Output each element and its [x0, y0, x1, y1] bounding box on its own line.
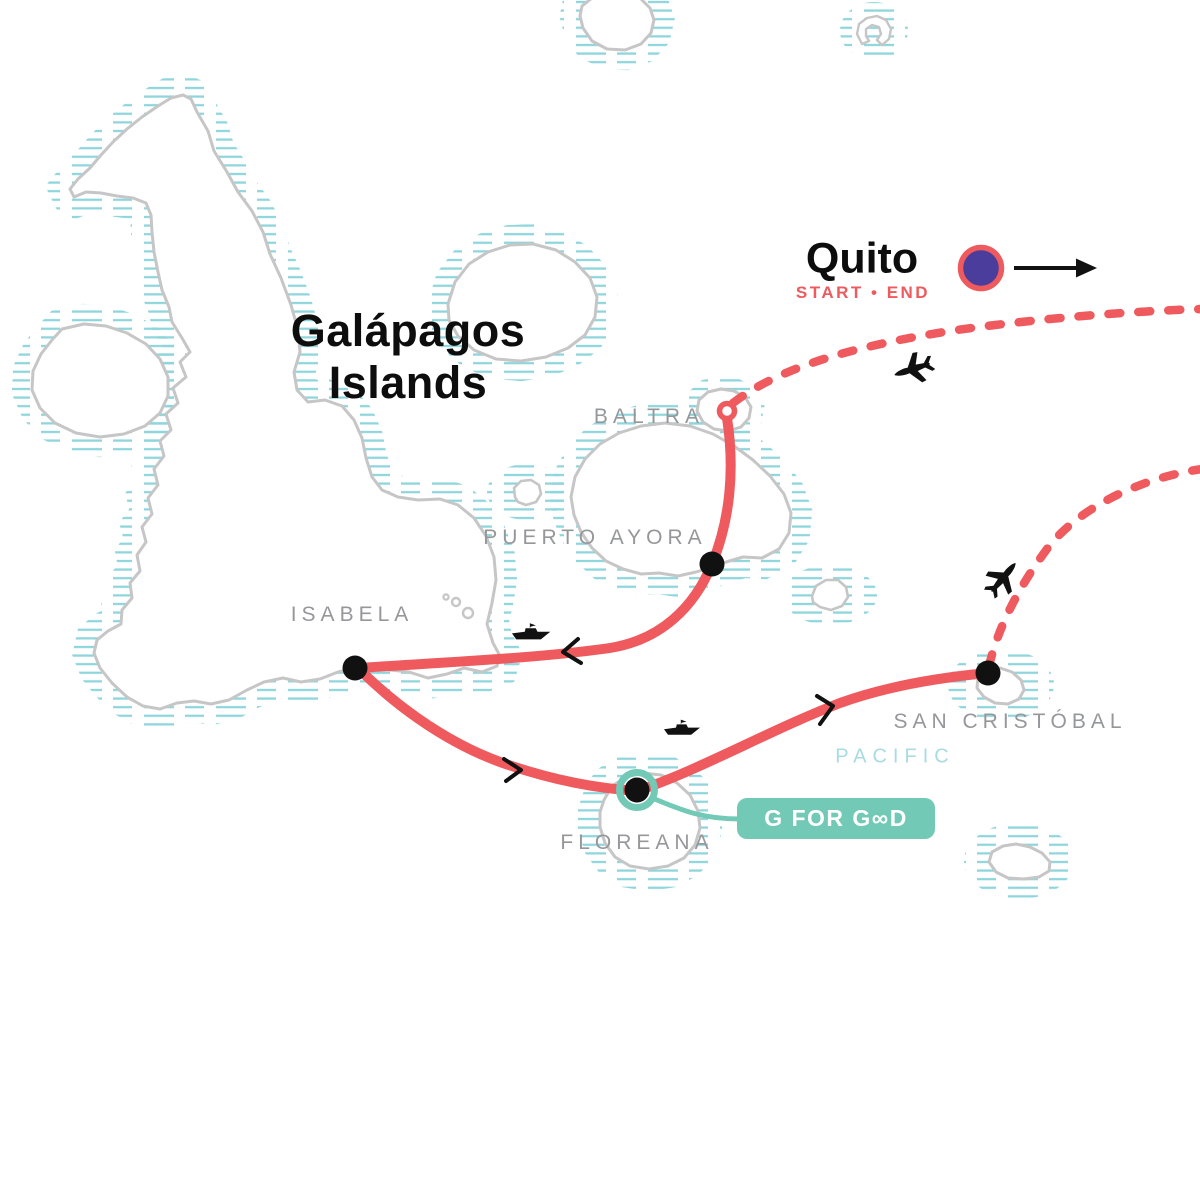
- flight-path-quito-baltra: [728, 304, 1200, 408]
- boat-icon: [664, 719, 700, 735]
- airplane-icon: [889, 347, 938, 390]
- island-genovesa: [855, 14, 893, 47]
- islet: [461, 606, 475, 620]
- flight-paths: [728, 304, 1200, 671]
- island-label-san-cristobal: SAN CRISTÓBAL: [893, 710, 1127, 733]
- stop-dot-isabela: [342, 655, 368, 681]
- g-for-good-badge: G FOR G∞D: [737, 798, 935, 839]
- islet: [450, 596, 462, 608]
- island-label-puerto-ayora: PUERTO AYORA: [483, 526, 707, 549]
- island-label-floreana: FLOREANA: [560, 831, 714, 854]
- island-santa-fe: [810, 578, 850, 612]
- start-end-caption: START • END: [795, 283, 931, 302]
- route-isabela-floreana: [353, 663, 642, 796]
- island-santiago: [446, 242, 599, 363]
- quito-city-label: Quito: [805, 234, 919, 283]
- route-direction-chevron: [502, 757, 523, 783]
- airplane-icon: [977, 553, 1028, 605]
- boat-icon: [512, 623, 551, 640]
- floreana-teal-ring: [616, 769, 658, 811]
- stop-markers: [342, 400, 1001, 803]
- route-direction-chevron: [815, 694, 835, 726]
- island-label-baltra: BALTRA: [593, 405, 705, 428]
- map-title-line1: Galápagos: [290, 305, 526, 356]
- island-label-isabela: ISABELA: [290, 603, 414, 626]
- boat-routes: [353, 413, 993, 796]
- ocean-label-pacific: PACIFIC: [835, 745, 955, 768]
- map-title-line2: Islands: [328, 357, 488, 408]
- route-floreana-san-cristobal: [632, 668, 993, 796]
- islands: [30, 0, 1052, 881]
- baltra-airport-ring: [716, 400, 738, 422]
- route-direction-chevron: [561, 637, 583, 665]
- flight-path-san-cristobal-quito: [984, 465, 1200, 671]
- island-pinzon: [512, 478, 543, 507]
- island-pinta: [578, 0, 656, 52]
- island-fernandina: [30, 322, 170, 439]
- badge-connector-line: [649, 794, 741, 822]
- island-santa-cruz: [569, 421, 793, 578]
- start-end-dot: [957, 244, 1005, 292]
- islet: [442, 593, 450, 601]
- stop-dot-floreana: [624, 777, 650, 803]
- route-baltra-puerto-ayora-isabela: [353, 413, 736, 673]
- island-isabela: [68, 93, 502, 711]
- map-title: Galápagos Islands: [291, 305, 526, 409]
- g-for-good-badge-label: G FOR G∞D: [764, 805, 908, 831]
- stop-dot-san-cristobal: [975, 660, 1001, 686]
- route-direction-chevrons: [502, 637, 835, 783]
- right-arrow-icon: [1076, 258, 1097, 278]
- island-espanola: [987, 842, 1052, 881]
- stop-dot-puerto-ayora: [699, 551, 725, 577]
- quito-marker: [957, 244, 1097, 292]
